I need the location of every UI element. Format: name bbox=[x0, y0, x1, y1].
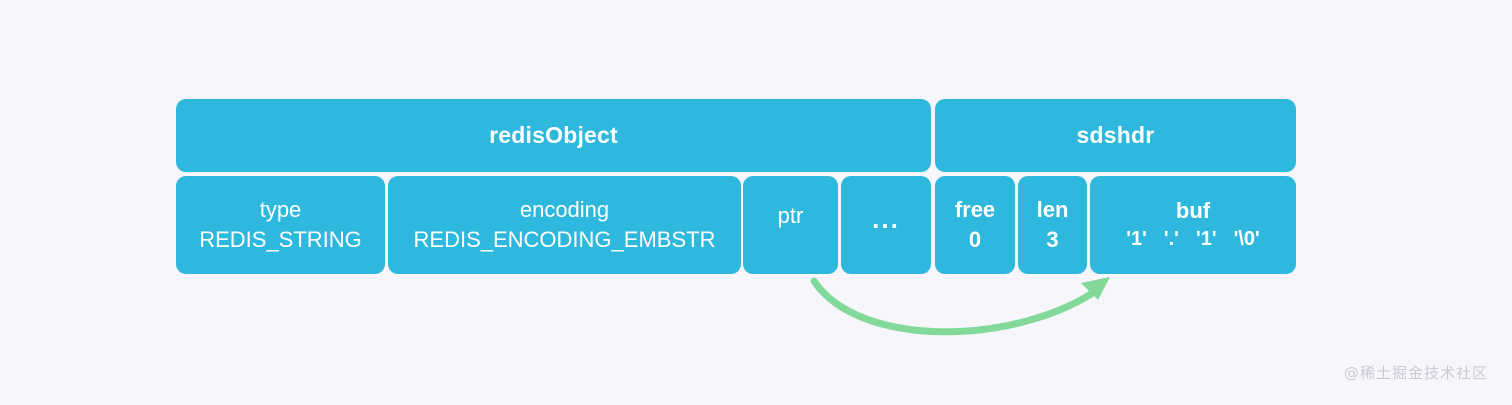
sdshdr-header-label: sdshdr bbox=[1076, 121, 1155, 148]
buf-char-2: '1' bbox=[1195, 228, 1217, 251]
buf-char-3: '\0' bbox=[1233, 228, 1260, 251]
field-encoding: encoding REDIS_ENCODING_EMBSTR bbox=[388, 176, 741, 274]
field-len-name: len bbox=[1036, 197, 1069, 223]
field-len: len 3 bbox=[1018, 176, 1087, 274]
buf-char-0: '1' bbox=[1126, 228, 1147, 251]
redis-object-header-block: redisObject bbox=[176, 99, 931, 172]
field-ptr-name: ptr bbox=[777, 203, 804, 229]
sdshdr-header-block: sdshdr bbox=[935, 99, 1296, 172]
field-free-value: 0 bbox=[968, 227, 982, 252]
watermark: @稀土掘金技术社区 bbox=[1343, 364, 1488, 382]
field-len-value: 3 bbox=[1046, 227, 1059, 252]
field-buf: buf '1' '.' '1' '\0' bbox=[1090, 176, 1296, 274]
field-buf-name: buf bbox=[1175, 198, 1211, 224]
buf-character-list: '1' '.' '1' '\0' bbox=[1126, 228, 1260, 252]
redis-embstr-memory-layout-diagram: redisObject sdshdr type REDIS_STRING enc… bbox=[176, 99, 1296, 274]
field-encoding-value: REDIS_ENCODING_EMBSTR bbox=[413, 227, 716, 252]
field-ellipsis: ... bbox=[841, 176, 931, 274]
ptr-to-buf-arrowhead bbox=[1081, 277, 1110, 300]
field-encoding-name: encoding bbox=[519, 197, 610, 223]
buf-char-1: '.' bbox=[1163, 228, 1179, 251]
field-type: type REDIS_STRING bbox=[176, 176, 385, 274]
ellipsis-label: ... bbox=[872, 203, 900, 234]
redis-object-header-label: redisObject bbox=[489, 121, 618, 148]
field-free-name: free bbox=[954, 197, 996, 223]
ptr-to-buf-arrow bbox=[810, 277, 1104, 336]
field-free: free 0 bbox=[935, 176, 1015, 274]
field-type-value: REDIS_STRING bbox=[199, 227, 362, 252]
field-ptr: ptr bbox=[743, 176, 838, 274]
field-type-name: type bbox=[259, 197, 302, 223]
